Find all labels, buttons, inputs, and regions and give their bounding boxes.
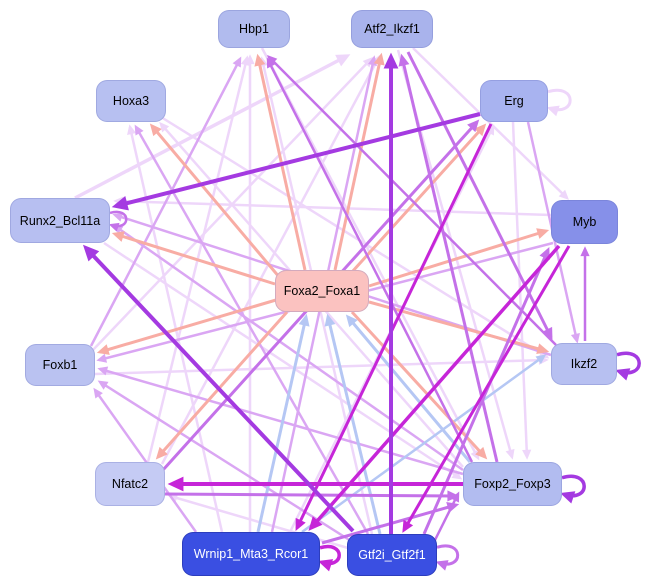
edge-foxa2-myb [368,228,550,288]
edge-nfatc2-foxp2 [164,490,460,502]
edge-atf2-myb [412,47,569,200]
edge-wrnip1-ikzf2 [301,354,547,534]
node-foxa2[interactable]: Foxa2_Foxa1 [275,270,369,312]
edge-foxb1-ikzf2 [94,355,549,376]
edge-foxa2-foxb1 [96,298,277,355]
edge-erg-wrnip1 [295,123,493,531]
node-myb[interactable]: Myb [551,200,618,244]
self-loop-gtf2i [435,544,460,571]
edge-myb-runx2 [113,196,552,217]
node-hbp1[interactable]: Hbp1 [218,10,290,48]
node-runx2[interactable]: Runx2_Bcl11a [10,198,110,243]
edge-ikzf2-hbp1 [267,55,557,346]
edge-foxa2-hoxa3 [149,123,282,279]
edge-hoxa3-ikzf2 [160,115,550,359]
self-loop-foxp2 [560,474,586,504]
node-foxb1[interactable]: Foxb1 [25,344,95,386]
edge-foxa2-runx2 [111,231,276,286]
self-loop-erg [546,88,572,117]
node-hoxa3[interactable]: Hoxa3 [96,80,166,122]
edge-foxa2-foxp2 [350,310,488,460]
self-loop-runx2 [108,210,128,232]
edge-foxa2-nfatc2 [155,311,289,460]
edge-foxa2-ikzf2 [368,300,550,355]
edge-foxp2-hbp1 [266,57,474,463]
edge-gtf2i-foxa2 [324,313,382,535]
edge-foxa2-erg [350,123,487,274]
edge-gtf2i-hoxa3 [134,124,370,535]
node-atf2[interactable]: Atf2_Ikzf1 [351,10,433,48]
edge-gtf2i-myb [422,246,550,535]
self-loop-wrnip1 [317,544,341,572]
edge-atf2-ikzf2 [406,51,553,340]
edge-runx2-atf2 [74,54,351,200]
edge-gtf2i-runx2 [82,244,355,533]
edge-gtf2i-foxb1 [97,380,352,543]
node-wrnip1[interactable]: Wrnip1_Mta3_Rcor1 [182,532,320,576]
edge-runx2-foxp2 [103,241,463,480]
edge-foxp2-foxa2 [345,314,472,463]
edge-myb-wrnip1 [308,244,561,531]
node-foxp2[interactable]: Foxp2_Foxp3 [463,462,562,506]
edge-erg-runx2 [111,112,481,211]
node-erg[interactable]: Erg [480,80,548,122]
self-loop-ikzf2 [615,351,641,381]
node-gtf2i[interactable]: Gtf2i_Gtf2f1 [347,534,437,576]
edge-foxa2-atf2 [333,52,385,271]
edge-foxb1-hbp1 [89,56,242,347]
node-ikzf2[interactable]: Ikzf2 [551,343,617,385]
node-nfatc2[interactable]: Nfatc2 [95,462,165,506]
edge-wrnip1-foxb1 [93,387,198,533]
edge-foxp2-runx2 [112,224,464,472]
